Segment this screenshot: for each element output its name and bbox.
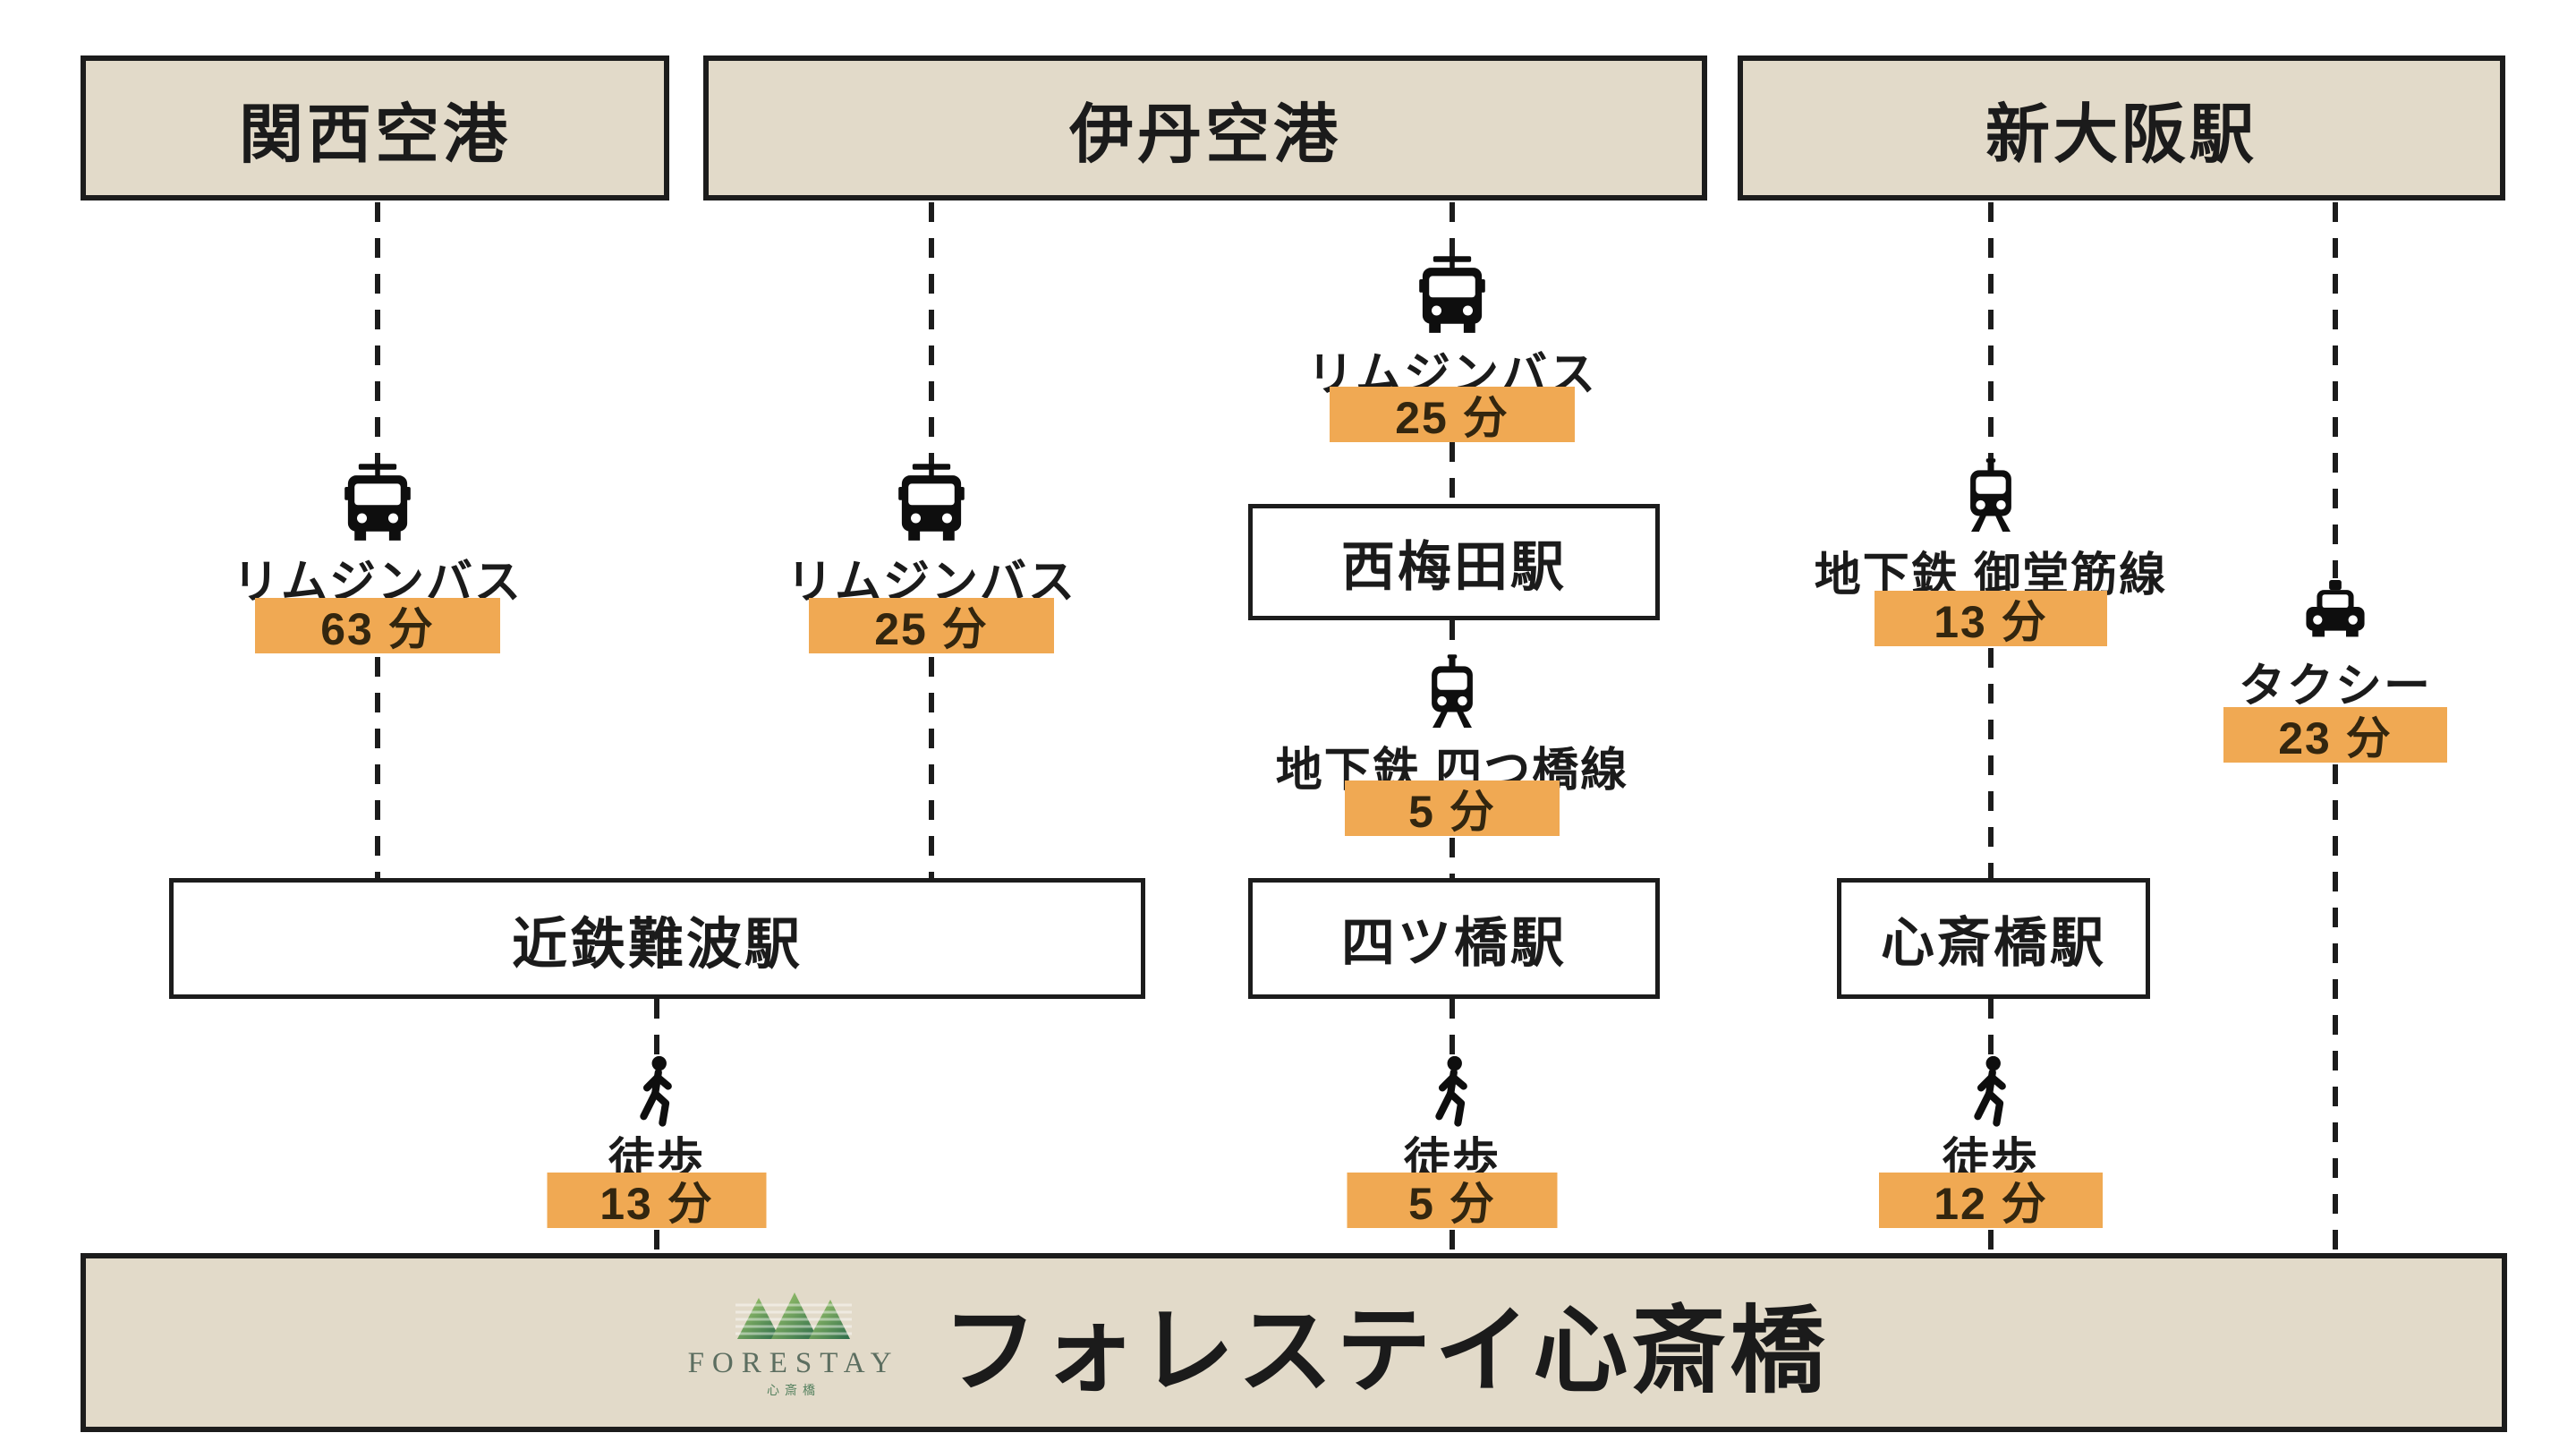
origin-box-shin-osaka-station: 新大阪駅 [1738, 55, 2505, 200]
leg-label: タクシー [2238, 661, 2433, 712]
origin-label: 関西空港 [238, 98, 511, 171]
route-line-segment [1988, 1230, 1994, 1253]
route-line-segment [1988, 999, 1994, 1054]
station-box-kintetsu-namba: 近鉄難波駅 [169, 878, 1145, 999]
walk-icon [1424, 1054, 1480, 1132]
station-label: 近鉄難波駅 [511, 913, 803, 976]
route-line-segment [375, 657, 380, 878]
route-line-segment [654, 1230, 659, 1253]
forestay-logo: FORESTAY 心斎橋 [688, 1287, 900, 1399]
forestay-logo-text: FORESTAY [687, 1346, 900, 1379]
taxi-icon [2297, 580, 2374, 644]
route-line-segment [2333, 202, 2338, 578]
duration-badge: 63 分 [255, 598, 500, 654]
route-line-segment [1450, 442, 1455, 504]
route-line-segment [1988, 648, 1994, 878]
origin-label: 新大阪駅 [1985, 98, 2257, 171]
route-line-segment [1450, 999, 1455, 1054]
destination-bar: FORESTAY 心斎橋 フォレステイ心斎橋 [81, 1253, 2507, 1432]
duration-badge: 23 分 [2223, 707, 2447, 763]
duration-badge: 13 分 [1875, 591, 2107, 647]
station-label: 四ツ橋駅 [1341, 913, 1567, 973]
route-line-segment [929, 202, 934, 465]
station-box-yotsubashi: 四ツ橋駅 [1248, 878, 1660, 999]
route-line-segment [1450, 838, 1455, 878]
bus-icon [1411, 256, 1493, 339]
route-line-segment [1450, 620, 1455, 656]
duration-badge: 12 分 [1879, 1173, 2103, 1229]
bus-icon [336, 464, 419, 547]
bus-icon [890, 464, 973, 547]
forestay-mountains-icon [735, 1287, 853, 1345]
station-box-shinsaibashi: 心斎橋駅 [1837, 878, 2150, 999]
origin-label: 伊丹空港 [1068, 98, 1341, 171]
origin-box-itami-airport: 伊丹空港 [703, 55, 1707, 200]
route-line-segment [2333, 764, 2338, 1253]
route-line-segment [654, 999, 659, 1054]
destination-title: フォレステイ心斎橋 [942, 1299, 1829, 1404]
route-line-segment [1450, 1230, 1455, 1253]
station-label: 心斎橋駅 [1881, 913, 2106, 973]
forestay-logo-subtext: 心斎橋 [766, 1382, 820, 1397]
walk-icon [1963, 1054, 2019, 1132]
train-icon [1951, 458, 2030, 538]
route-line-segment [1450, 202, 1455, 258]
station-box-nishi-umeda: 西梅田駅 [1248, 504, 1660, 620]
duration-badge: 5 分 [1347, 1173, 1558, 1229]
duration-badge: 13 分 [547, 1173, 767, 1229]
walk-icon [629, 1054, 684, 1132]
station-label: 西梅田駅 [1341, 536, 1567, 597]
origin-box-kansai-airport: 関西空港 [81, 55, 669, 200]
train-icon [1413, 654, 1492, 734]
duration-badge: 5 分 [1345, 780, 1560, 837]
duration-badge: 25 分 [1330, 387, 1575, 443]
route-line-segment [375, 202, 380, 465]
route-line-segment [1988, 202, 1994, 462]
route-line-segment [929, 657, 934, 878]
duration-badge: 25 分 [809, 598, 1054, 654]
